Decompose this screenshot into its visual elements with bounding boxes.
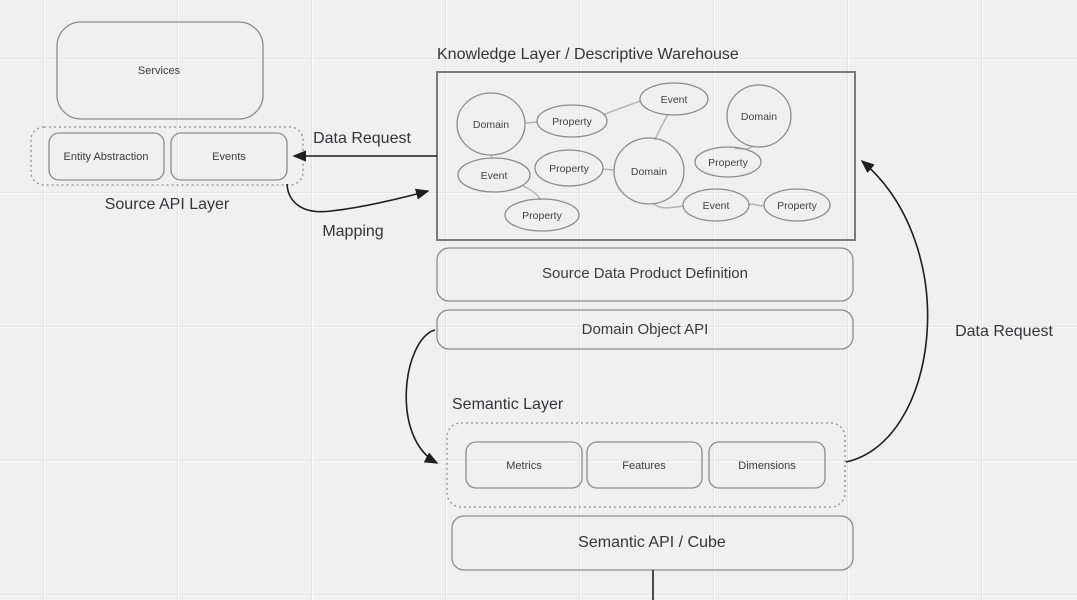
mapping-label[interactable]: Mapping bbox=[322, 223, 383, 240]
mapping-arrow[interactable] bbox=[286, 183, 430, 213]
property-node-4-label: Property bbox=[708, 157, 748, 169]
entity-abstraction-label: Entity Abstraction bbox=[64, 151, 149, 163]
domain-node-1-label: Domain bbox=[473, 119, 509, 131]
domain-node-2-label: Domain bbox=[631, 166, 667, 178]
data-request-left-label[interactable]: Data Request bbox=[313, 130, 411, 147]
event-node-1[interactable] bbox=[457, 157, 531, 193]
domain-node-2[interactable] bbox=[613, 137, 685, 205]
domain-api-to-semantic-arrow[interactable] bbox=[405, 329, 439, 464]
property-node-5[interactable] bbox=[763, 188, 831, 222]
events-label: Events bbox=[212, 151, 246, 163]
source-data-product-label: Source Data Product Definition bbox=[542, 265, 748, 282]
link-event2-domain2[interactable] bbox=[654, 113, 669, 141]
source-data-product-node[interactable] bbox=[436, 247, 854, 302]
event-node-3[interactable] bbox=[682, 188, 750, 222]
data-request-right-label[interactable]: Data Request bbox=[955, 323, 1053, 340]
knowledge-layer-title[interactable]: Knowledge Layer / Descriptive Warehouse bbox=[437, 46, 739, 63]
events-node[interactable] bbox=[170, 132, 288, 181]
data-request-arrow-right[interactable] bbox=[845, 159, 929, 463]
knowledge-layer-box[interactable] bbox=[436, 71, 856, 241]
event-node-1-label: Event bbox=[481, 170, 508, 182]
source-api-layer-label[interactable]: Source API Layer bbox=[105, 196, 230, 213]
domain-node-3[interactable] bbox=[726, 84, 792, 148]
link-event3-property5[interactable] bbox=[748, 203, 765, 207]
dimensions-node[interactable] bbox=[708, 441, 826, 489]
semantic-layer-label[interactable]: Semantic Layer bbox=[452, 396, 564, 413]
features-label: Features bbox=[622, 460, 666, 472]
event-node-2-label: Event bbox=[661, 94, 688, 106]
link-domain1-property1[interactable] bbox=[524, 121, 539, 124]
entity-abstraction-node[interactable] bbox=[48, 132, 165, 181]
dimensions-label: Dimensions bbox=[738, 460, 796, 472]
link-event1-property3[interactable] bbox=[522, 185, 542, 201]
property-node-3-label: Property bbox=[522, 210, 562, 222]
source-api-layer-container[interactable] bbox=[30, 126, 304, 186]
metrics-node[interactable] bbox=[465, 441, 583, 489]
link-domain2-event3[interactable] bbox=[652, 202, 684, 209]
property-node-1[interactable] bbox=[536, 104, 608, 138]
features-node[interactable] bbox=[586, 441, 703, 489]
semantic-layer-container[interactable] bbox=[446, 422, 846, 508]
semantic-api-cube-label: Semantic API / Cube bbox=[578, 534, 726, 551]
event-node-2[interactable] bbox=[639, 82, 709, 116]
services-node[interactable] bbox=[56, 21, 264, 120]
property-node-2-label: Property bbox=[549, 163, 589, 175]
metrics-label: Metrics bbox=[506, 460, 542, 472]
property-node-2[interactable] bbox=[534, 149, 604, 187]
link-property1-event2[interactable] bbox=[602, 100, 642, 116]
property-node-1-label: Property bbox=[552, 116, 592, 128]
property-node-5-label: Property bbox=[777, 200, 817, 212]
domain-object-api-label: Domain Object API bbox=[582, 321, 709, 338]
property-node-3[interactable] bbox=[504, 198, 580, 232]
event-node-3-label: Event bbox=[703, 200, 730, 212]
domain-node-1[interactable] bbox=[456, 92, 526, 156]
property-node-4[interactable] bbox=[694, 146, 762, 178]
services-label: Services bbox=[138, 65, 181, 77]
link-property2-domain2[interactable] bbox=[602, 168, 615, 171]
domain-object-api-node[interactable] bbox=[436, 309, 854, 350]
domain-node-3-label: Domain bbox=[741, 111, 777, 123]
